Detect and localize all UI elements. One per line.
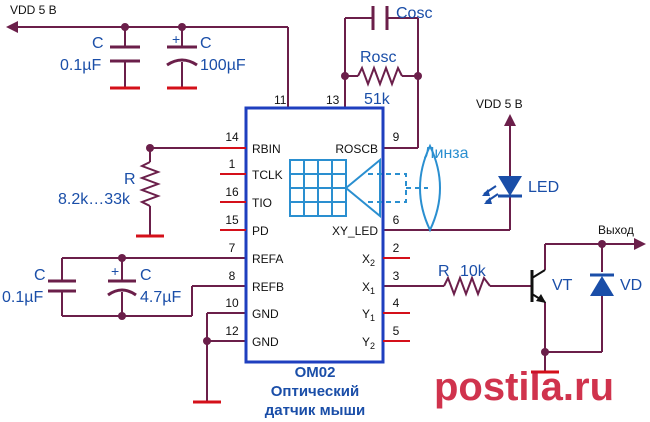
vdd-arrow-left-icon [6,21,18,33]
vdd-arrow-up-icon [504,114,516,126]
c-top-large-plus: + [172,31,180,47]
pin-num: 10 [225,296,239,310]
pin-num: 3 [393,269,400,283]
chip-body [244,106,385,364]
pin-label: GND [252,335,279,349]
chip-name: OM02 [295,364,336,381]
r-osc-name: Rosc [360,49,396,66]
pin-num: 6 [393,213,400,227]
c-top-large-value: 100µF [200,57,246,74]
right-pin-labels: ROSCB XY_LED [332,142,378,238]
output-label: Выход [598,223,634,237]
pin-label-x2: X2 [362,252,375,268]
pin-num: 5 [393,324,400,338]
vdd-led-label: VDD 5 В [476,97,523,111]
r-osc-value: 51k [364,91,391,108]
pin-num: 7 [229,241,236,255]
pin-num: 2 [393,241,400,255]
r-bias-value: 8.2k…33k [58,191,131,208]
pin-num-11: 11 [274,93,287,107]
r-base-value: 10k [460,263,487,280]
pin-label: REFB [252,280,284,294]
pin-label: REFA [252,252,283,266]
pin-num: 9 [393,130,400,144]
watermark: postila.ru [434,365,614,409]
light-path-icon [368,173,428,203]
c-osc-label: Cosc [396,5,432,22]
lens-icon [419,143,441,233]
chip-subtitle-1: Оптический [271,383,359,400]
diode-icon [590,273,614,296]
pin-num: 15 [225,213,239,227]
pin-label: TCLK [252,168,283,182]
c-top-large-name: C [200,35,212,52]
transistor-emitter-arrow-icon [536,294,546,303]
pin-num: 4 [393,296,400,310]
right-pin-sub-labels: X2 X1 Y1 Y2 [362,252,375,351]
pin-num: 8 [229,269,236,283]
led-icon [482,176,522,204]
left-pin-labels: RBIN TCLK TIO PD REFA REFB GND GND [252,142,284,349]
pin-num: 1 [229,157,236,171]
resistors [139,65,491,297]
pin-num: 16 [225,185,239,199]
led-label: LED [528,179,559,196]
sensor-array-icon [289,157,381,219]
pin-label: PD [252,224,269,238]
pin-label: XY_LED [332,224,378,238]
r-base-name: R [438,263,450,280]
right-pin-numbers: 9 6 2 3 4 5 [393,130,400,338]
c-top-small-name: C [92,35,104,52]
left-pin-numbers: 14 1 16 15 7 8 10 12 [225,130,239,338]
c-bot-large-name: C [140,267,152,284]
output-arrow-icon [634,238,646,250]
transistor-label: VT [552,277,573,294]
c-bot-small-name: C [34,267,46,284]
lens-label: Линза [424,145,469,162]
c-bot-large-value: 4.7µF [140,289,181,306]
left-pin-stubs [220,147,246,231]
diode-label: VD [620,277,642,294]
c-bot-large-plus: + [111,263,119,279]
chip-subtitle-2: датчик мыши [265,402,365,419]
r-bias-name: R [124,171,136,188]
pin-label: GND [252,307,279,321]
pin-label-y1: Y1 [362,307,375,323]
right-pin-stubs [383,257,410,342]
vdd-left-label: VDD 5 В [10,3,57,17]
pin-num: 12 [225,324,239,338]
capacitors [48,6,389,297]
pin-label: ROSCB [335,142,378,156]
wires [14,17,640,402]
ground-symbols [110,86,559,404]
pin-label-x1: X1 [362,280,375,296]
pin-num: 14 [225,130,239,144]
c-top-small-value: 0.1µF [60,57,101,74]
pin-label: TIO [252,196,272,210]
pin-num-13: 13 [326,93,340,107]
junctions [118,23,606,356]
transistor-icon [530,269,546,303]
pin-label-y2: Y2 [362,335,375,351]
pin-label: RBIN [252,142,281,156]
c-bot-small-value: 0.1µF [2,289,43,306]
